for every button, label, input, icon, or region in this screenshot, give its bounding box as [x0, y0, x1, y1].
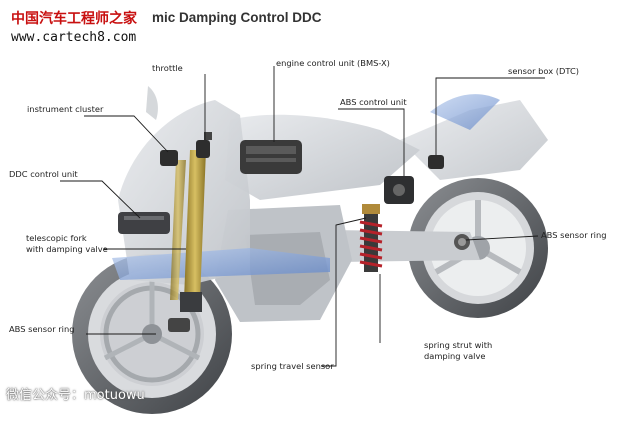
tail-blue-trim [430, 94, 500, 130]
ddc-control-unit-module [118, 212, 170, 234]
label-throttle: throttle [152, 63, 183, 73]
instrument-cluster-unit [160, 150, 178, 166]
abs-control-unit-module [384, 176, 414, 204]
page-title: mic Damping Control DDC [152, 10, 322, 25]
label-ddc-control-unit: DDC control unit [9, 169, 78, 179]
spring-strut [359, 204, 383, 272]
label-telescopic-fork-line2: with damping valve [26, 244, 108, 254]
label-abs-sensor-ring-rear: ABS sensor ring [541, 230, 607, 240]
label-sensor-box: sensor box (DTC) [508, 66, 580, 76]
label-abs-sensor-ring-front: ABS sensor ring [9, 324, 75, 334]
label-spring-strut: spring strut with [424, 340, 493, 350]
throttle-assembly [196, 132, 212, 158]
side-blue-trim [112, 248, 330, 280]
rear-wheel [408, 178, 548, 318]
brake-caliper [168, 318, 190, 332]
label-spring-travel-sensor: spring travel sensor [251, 361, 334, 371]
label-abs-control-unit: ABS control unit [340, 97, 407, 107]
sensor-box-module [428, 155, 444, 169]
telescopic-fork [170, 150, 206, 312]
label-instrument-cluster: instrument cluster [27, 104, 104, 114]
label-engine-control-unit: engine control unit (BMS-X) [276, 58, 390, 68]
label-telescopic-fork: telescopic fork [26, 233, 87, 243]
engine-control-unit-module [240, 140, 302, 174]
label-spring-strut-line2: damping valve [424, 351, 486, 361]
leader-lines [60, 66, 545, 367]
mirror [146, 86, 158, 120]
rear-abs-ring [454, 234, 470, 250]
watermark-url: www.cartech8.com [11, 30, 137, 45]
watermark-wechat: 微信公众号：motuowu [6, 388, 145, 403]
watermark-site-name: 中国汽车工程师之家 [11, 11, 137, 27]
